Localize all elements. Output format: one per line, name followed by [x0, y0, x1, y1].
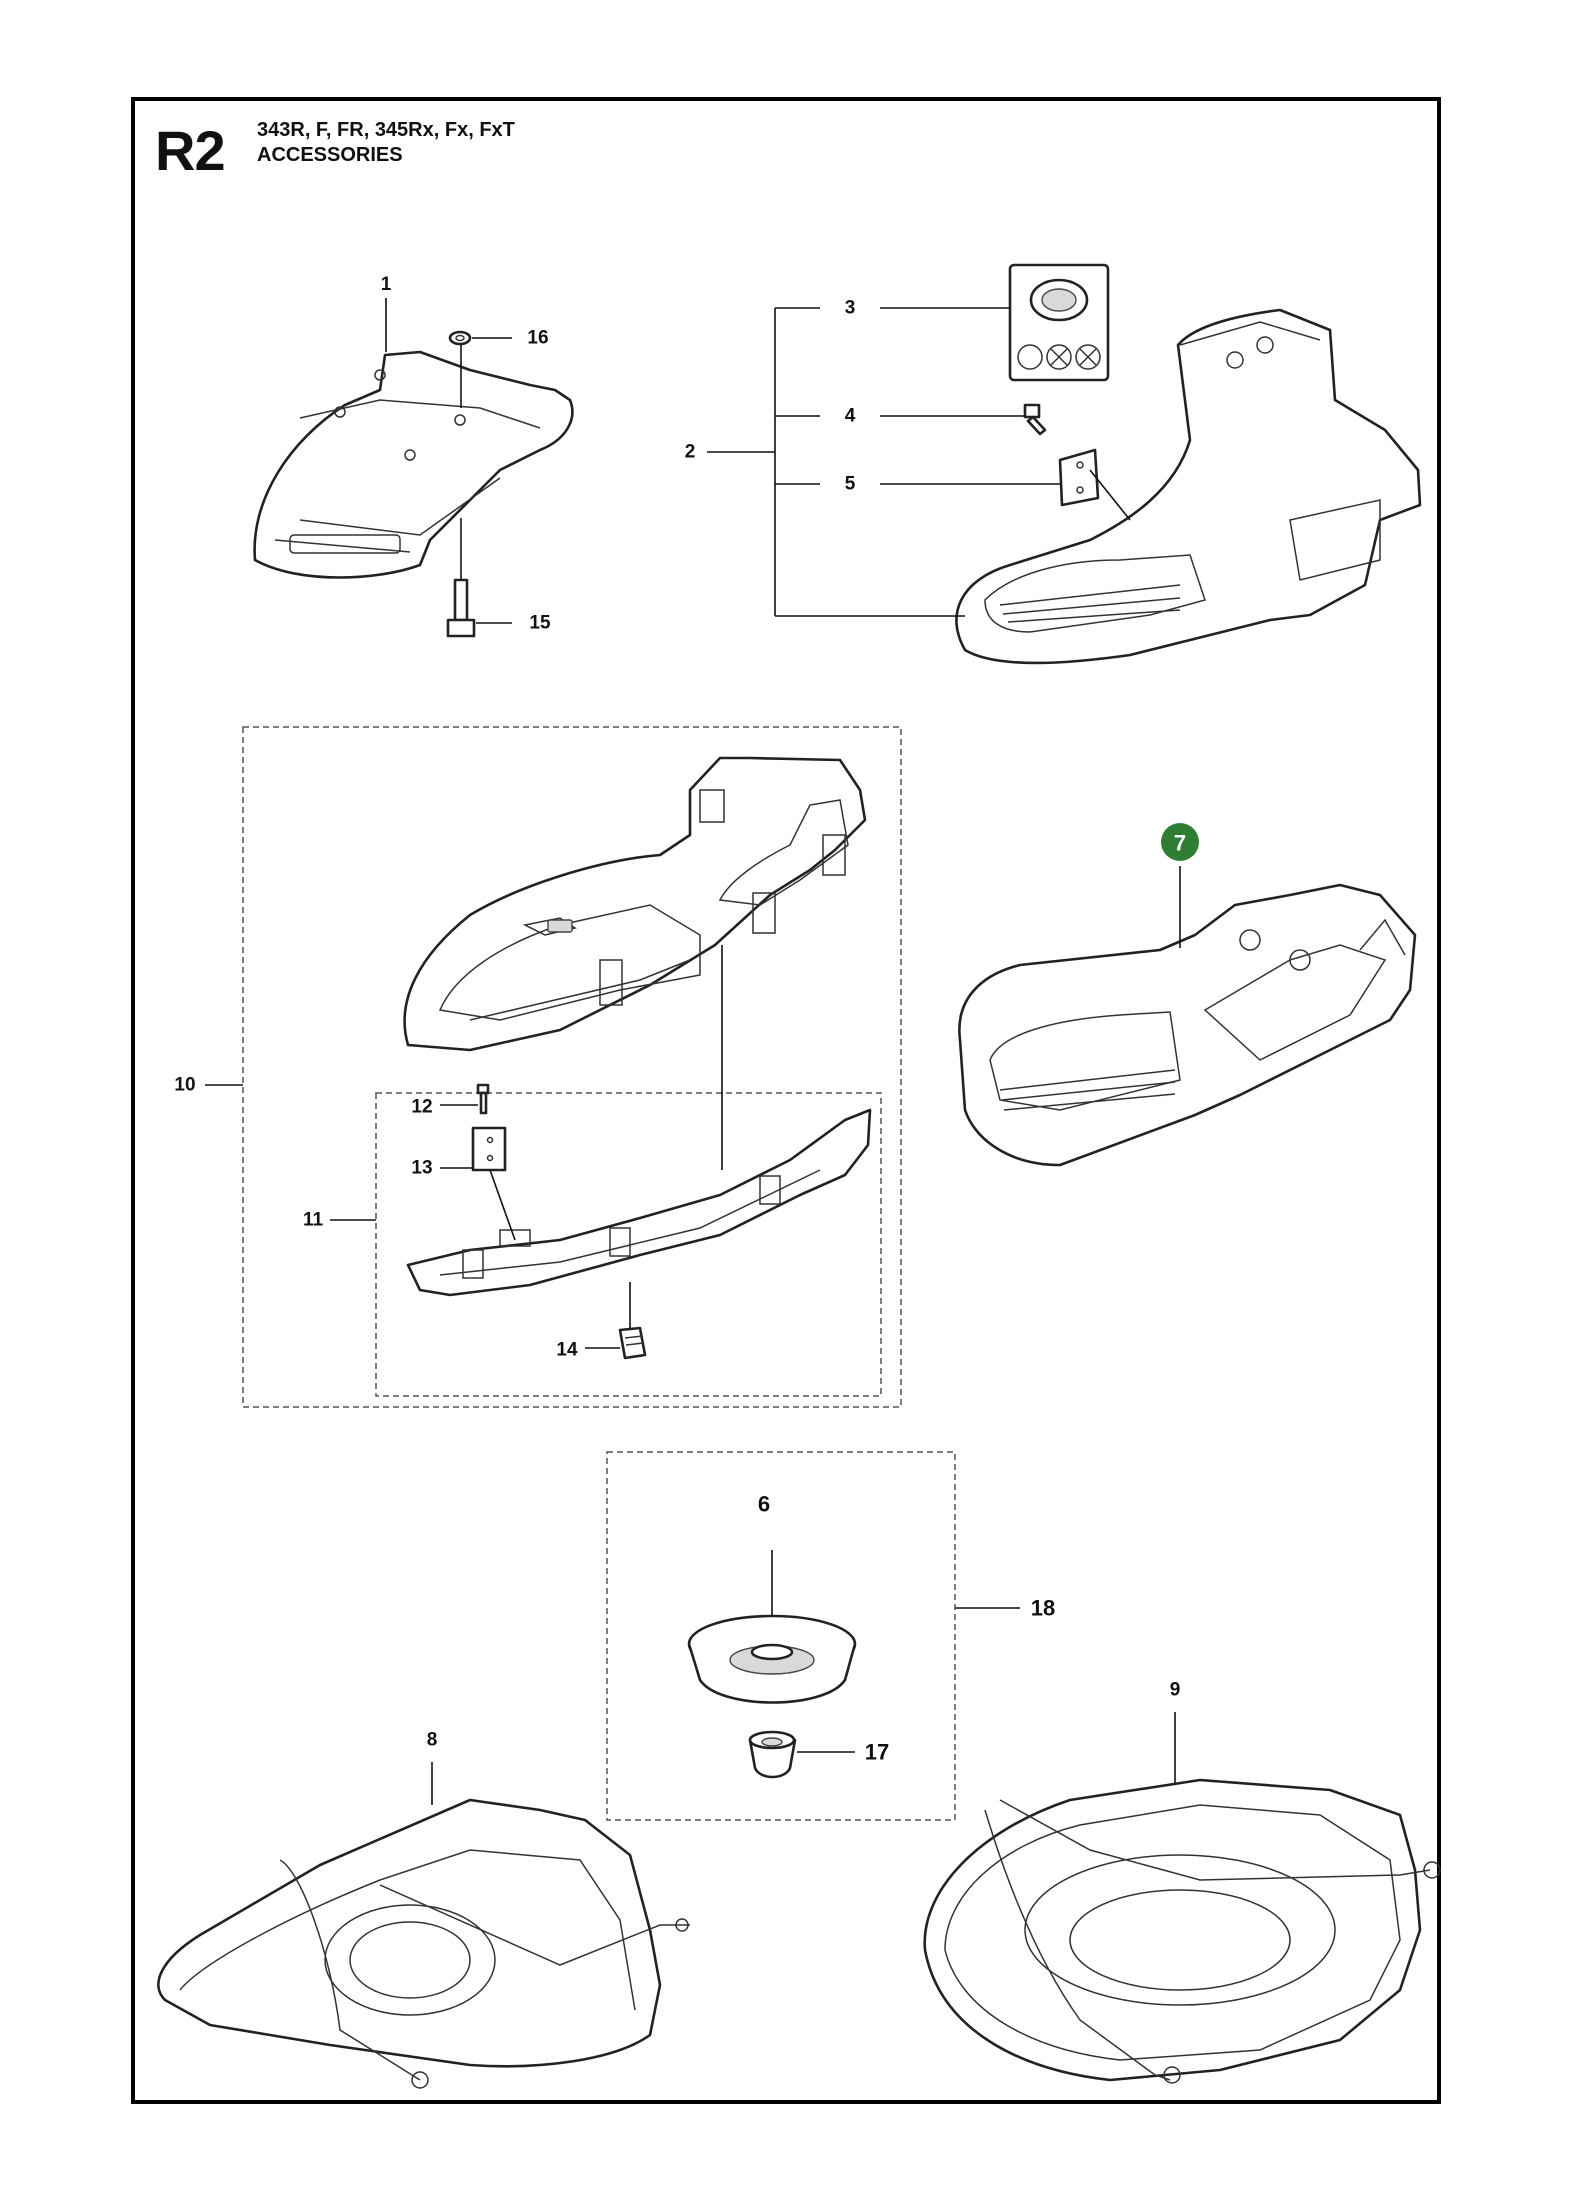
callout-9: 9: [1170, 1680, 1181, 1701]
page-frame: [131, 97, 1441, 2104]
callout-11: 11: [303, 1210, 324, 1231]
part-12-screw: [476, 1083, 490, 1115]
part-5-blade: [1058, 448, 1131, 521]
callout-5: 5: [845, 474, 856, 495]
group-10-outline: [242, 726, 902, 1408]
part-14-clip: [618, 1282, 647, 1360]
part-13-blade: [471, 1126, 516, 1241]
callout-14: 14: [556, 1340, 578, 1361]
callout-18: 18: [1031, 1596, 1055, 1621]
callout-2: 2: [685, 442, 696, 463]
callout-6: 6: [758, 1492, 770, 1517]
part-2-guard: [955, 308, 1422, 665]
part-17-nut: [748, 1730, 797, 1779]
part-9-guard: [923, 1778, 1441, 2084]
callout-13: 13: [411, 1158, 432, 1179]
part-8-guard: [157, 1798, 690, 2089]
part-1-guard: [253, 350, 574, 579]
part-16-washer: [448, 330, 472, 346]
callout-15: 15: [529, 613, 551, 634]
highlight-badge-7: [1161, 823, 1199, 861]
callout-1: 1: [381, 274, 392, 295]
callout-4: 4: [845, 406, 856, 427]
part-7-guard: [958, 883, 1417, 1167]
part-10-guard-upper: [403, 756, 867, 1052]
callout-17: 17: [865, 1740, 889, 1765]
callout-16: 16: [527, 328, 548, 349]
group-18-outline: [606, 1451, 956, 1821]
model-list: 343R, F, FR, 345Rx, Fx, FxT: [257, 119, 515, 141]
callout-8: 8: [427, 1730, 438, 1751]
part-15-screw: [446, 578, 476, 638]
callout-7: 7: [1174, 831, 1186, 856]
section-title: ACCESSORIES: [257, 144, 403, 166]
part-3-decal: [1008, 263, 1110, 382]
callout-3: 3: [845, 298, 856, 319]
page-code: R2: [155, 119, 226, 182]
group-11-outline: [375, 1092, 882, 1397]
part-11-guard-strip: [406, 1108, 872, 1297]
callout-10: 10: [174, 1075, 195, 1096]
part-6-cup: [687, 1614, 857, 1704]
callout-12: 12: [411, 1097, 432, 1118]
part-4-screw: [1023, 403, 1047, 436]
